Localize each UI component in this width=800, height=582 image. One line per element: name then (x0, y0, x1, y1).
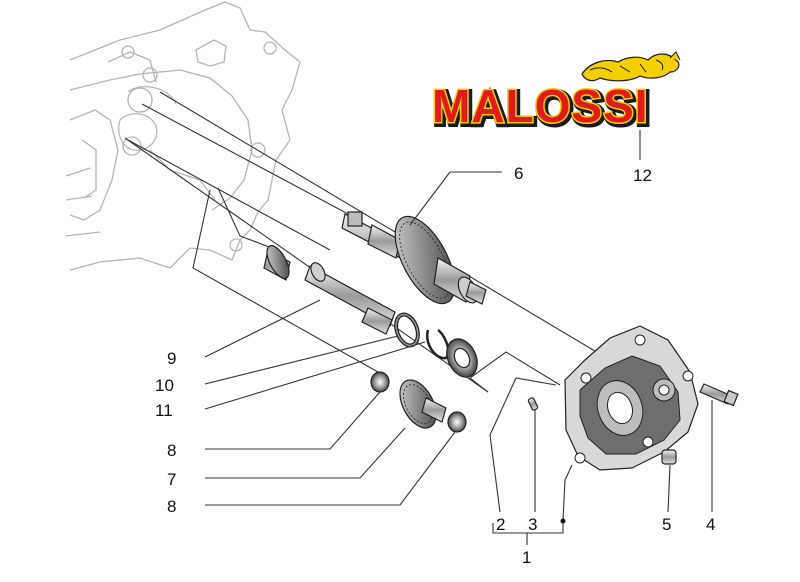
malossi-logo: MALOSSI MALOSSI MALOSSI (431, 51, 681, 137)
leader-lines (204, 130, 713, 545)
part-cover (564, 325, 699, 471)
logo-outline: MALOSSI (434, 82, 651, 134)
callout-6: 6 (514, 164, 523, 183)
callout-8-lower: 8 (167, 497, 176, 516)
callout-9: 9 (167, 349, 176, 368)
callout-1: 1 (522, 548, 531, 567)
callout-labels: 6 12 9 10 11 8 7 8 2 3 5 4 1 (155, 164, 715, 567)
part-bolts (661, 383, 739, 465)
part-gear-shaft (341, 211, 487, 305)
callout-3: 3 (528, 515, 537, 534)
callout-11: 11 (155, 401, 173, 420)
part-small-gear (399, 379, 447, 429)
callout-12: 12 (633, 166, 652, 185)
lion-icon (581, 51, 681, 82)
callout-2: 2 (496, 515, 505, 534)
callout-4: 4 (706, 515, 715, 534)
part-pinion-shaft (263, 245, 396, 335)
callout-5: 5 (662, 515, 671, 534)
callout-10: 10 (155, 376, 174, 395)
logo-highlight: MALOSSI (432, 80, 649, 132)
callout-8-upper: 8 (167, 441, 176, 460)
callout-7: 7 (167, 470, 176, 489)
part-rings (394, 312, 450, 360)
logo-text: MALOSSI (432, 80, 649, 132)
crankcase-outline (65, 1, 301, 271)
axis-lines (124, 91, 611, 393)
part-dowel-pin (527, 397, 539, 411)
